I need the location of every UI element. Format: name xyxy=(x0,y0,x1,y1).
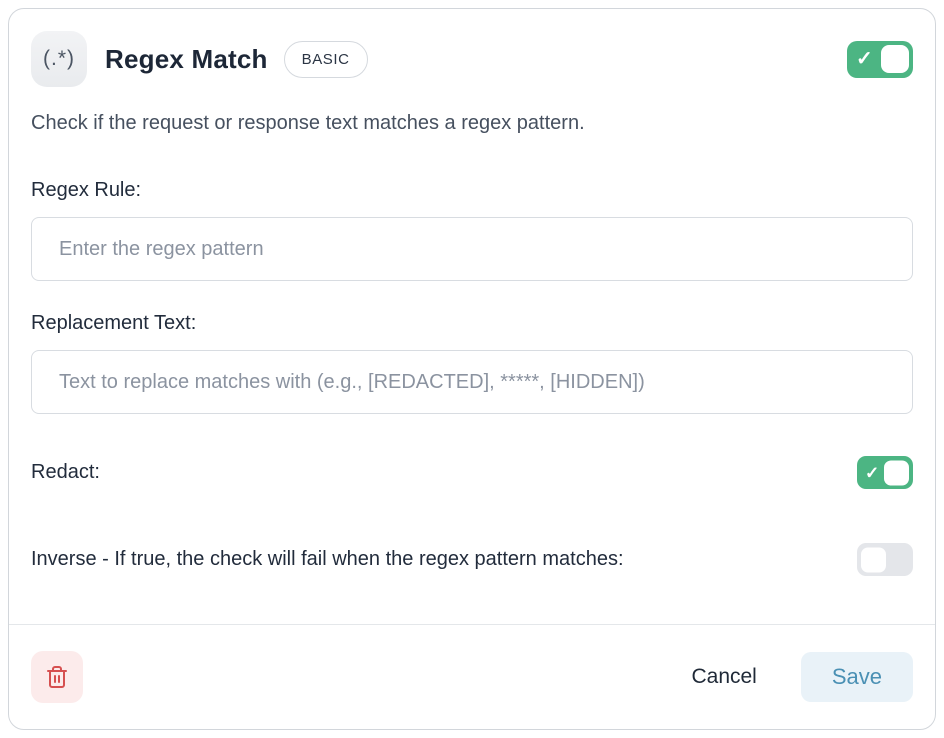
basic-badge: BASIC xyxy=(283,40,368,78)
card-body: (.*) Regex Match BASIC ✓ Check if the re… xyxy=(9,9,935,624)
delete-button[interactable] xyxy=(31,651,83,703)
inverse-row: Inverse - If true, the check will fail w… xyxy=(31,543,913,576)
check-enabled-toggle[interactable]: ✓ xyxy=(847,40,913,78)
redact-label: Redact: xyxy=(31,461,100,483)
card-header: (.*) Regex Match BASIC ✓ xyxy=(31,31,913,87)
toggle-knob xyxy=(881,45,909,73)
replacement-text-input[interactable] xyxy=(31,350,913,414)
card-footer: Cancel Save xyxy=(9,624,935,729)
cancel-button[interactable]: Cancel xyxy=(689,659,758,695)
inverse-label: Inverse - If true, the check will fail w… xyxy=(31,548,624,570)
trash-icon xyxy=(45,665,69,689)
regex-icon: (.*) xyxy=(31,31,87,87)
check-icon: ✓ xyxy=(865,463,880,482)
save-button[interactable]: Save xyxy=(800,652,913,702)
redact-toggle[interactable]: ✓ xyxy=(857,456,913,489)
toggle-knob xyxy=(884,460,909,485)
regex-match-card: (.*) Regex Match BASIC ✓ Check if the re… xyxy=(8,8,936,730)
toggle-knob xyxy=(861,547,886,572)
footer-actions: Cancel Save xyxy=(689,652,913,702)
redact-row: Redact: ✓ xyxy=(31,456,913,489)
regex-icon-glyph: (.*) xyxy=(43,47,75,70)
inverse-toggle[interactable]: ✓ xyxy=(857,543,913,576)
replacement-text-label: Replacement Text: xyxy=(31,312,197,334)
card-description: Check if the request or response text ma… xyxy=(31,112,585,134)
regex-rule-input[interactable] xyxy=(31,217,913,281)
check-icon: ✓ xyxy=(856,48,873,70)
page-title: Regex Match xyxy=(105,43,268,74)
regex-rule-label: Regex Rule: xyxy=(31,179,142,201)
